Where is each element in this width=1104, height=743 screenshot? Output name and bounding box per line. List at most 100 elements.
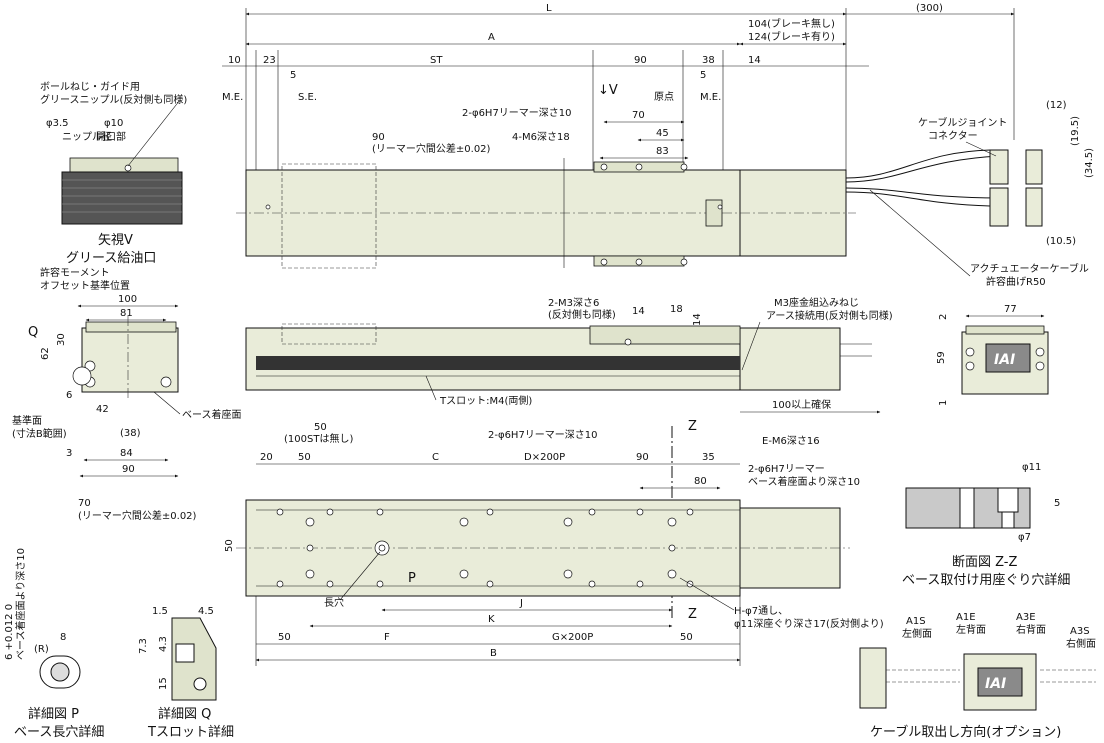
dim-C: C	[432, 452, 439, 463]
cable-joint-2: コネクター	[928, 130, 978, 142]
m3-note: 2-M3深さ6	[548, 297, 599, 309]
dim-50c: 50	[298, 452, 311, 463]
label-ME2: M.E.	[700, 92, 721, 103]
Q-dim-1-5: 1.5	[152, 606, 168, 617]
ream-note: 2-φ6H7リーマー深さ10	[462, 107, 572, 119]
dim-38: 38	[702, 55, 715, 66]
Q-dim-15: 15	[158, 677, 169, 690]
dim-90: 90	[122, 464, 135, 475]
actuator-cable-2: 許容曲げR50	[986, 275, 1046, 288]
dim-81: 81	[120, 308, 133, 319]
P-dim-8: 8	[60, 632, 66, 643]
earth-1: M3座金組込みねじ	[774, 296, 859, 309]
dim-14: 14	[632, 306, 645, 317]
slot-label: 長穴	[324, 596, 344, 609]
dim-50v: 50	[224, 539, 235, 552]
dim-50: 50	[314, 422, 327, 433]
H-note-2: φ11深座ぐり深さ17(反対側より)	[734, 617, 884, 630]
dim-59: 59	[936, 351, 947, 364]
cable-dir-title: ケーブル取出し方向(オプション)	[870, 724, 1061, 740]
dim-100: 100	[118, 294, 137, 305]
grease-title: グリース給油口	[66, 251, 156, 266]
m6-note: 4-M6深さ18	[512, 131, 570, 143]
dim-23: 23	[263, 55, 276, 66]
dim-50-note: (100STは無し)	[284, 432, 353, 445]
label-Q: Q	[28, 325, 38, 340]
dim-18: 18	[670, 304, 683, 315]
cable-direction: A1S 左側面 A1E 左背面 A3E 右背面 A3S 右側面 IAI ケーブル…	[859, 612, 1096, 740]
dim-F: F	[384, 632, 390, 643]
dim-1: 1	[938, 400, 949, 406]
P-tol: 6 +0.012 0	[4, 604, 15, 660]
nipple-dia: ニップル径	[62, 130, 112, 143]
H-note-1: H-φ7通し、	[734, 605, 788, 617]
dim-70-note: (リーマー穴間公差±0.02)	[78, 509, 197, 522]
dim-3: 3	[66, 448, 72, 459]
A3E: A3E	[1016, 612, 1036, 623]
section-title-2: ベース取付け用座ぐり穴詳細	[902, 572, 1070, 588]
dim-35: 35	[702, 452, 715, 463]
A1S-2: 左側面	[902, 627, 932, 640]
dim-G: G×200P	[552, 632, 593, 643]
dim-J: J	[519, 598, 523, 609]
dim-L: L	[546, 3, 552, 14]
dim-84: 84	[120, 448, 133, 459]
P-note: ベース着座面より深さ10	[14, 548, 27, 660]
em6-note: E-M6深さ16	[762, 435, 820, 447]
dim-B: B	[490, 648, 497, 659]
dim-K: K	[488, 614, 495, 625]
P-title-2: ベース長穴詳細	[14, 724, 104, 740]
label-SE: S.E.	[298, 92, 317, 103]
top-view: L (300) A 104(ブレーキ無し) 124(ブレーキ有り) 10 23 …	[222, 3, 1095, 288]
grease-note-2: グリースニップル(反対側も同様)	[40, 93, 187, 106]
dim-10: 10	[228, 55, 241, 66]
bottom-view: 50 (100STは無し) 20 50 C D×200P 90 35 80 2-…	[78, 419, 884, 666]
tol-90: 90	[372, 132, 385, 143]
dim-14: 14	[748, 55, 761, 66]
dim-10-5: (10.5)	[1046, 236, 1076, 247]
dim-34-5: (34.5)	[1084, 148, 1095, 178]
dim-50d: 50	[278, 632, 291, 643]
ream2-a: 2-φ6H7リーマー	[748, 464, 825, 475]
right-end-view: 77 2 59 1 IAI	[936, 304, 1049, 406]
m3-note-2: (反対側も同様)	[548, 308, 616, 321]
dim-42: 42	[96, 404, 109, 415]
iai-logo: IAI	[994, 352, 1015, 368]
dim-2: 2	[938, 314, 949, 320]
grease-note-1: ボールねじ・ガイド用	[40, 81, 140, 93]
dim-70: 70	[78, 498, 91, 509]
dim-83: 83	[656, 146, 669, 157]
dim-12: (12)	[1046, 100, 1067, 111]
dim-A: A	[488, 32, 495, 43]
Q-dim-4-3: 4.3	[158, 636, 169, 652]
detail-Q: 1.5 4.5 7.3 4.3 15 詳細図 Q Tスロット詳細	[138, 606, 234, 740]
view-V-title: 矢視V	[98, 233, 133, 248]
P-title-1: 詳細図 P	[28, 706, 79, 722]
brake-with: 124(ブレーキ有り)	[748, 30, 835, 43]
secure-100: 100以上確保	[772, 398, 831, 411]
dim-10: φ10	[104, 118, 123, 129]
A1E-2: 左背面	[956, 623, 986, 636]
Q-title-1: 詳細図 Q	[158, 706, 211, 722]
label-ME: M.E.	[222, 92, 243, 103]
dim-5b: 5	[700, 70, 706, 81]
ream-note: 2-φ6H7リーマー深さ10	[488, 429, 598, 441]
A3S: A3S	[1070, 626, 1090, 637]
dim-ST: ST	[430, 55, 443, 66]
grease-view: ボールねじ・ガイド用 グリースニップル(反対側も同様) φ3.5 ニップル径 φ…	[40, 81, 187, 266]
section-title-1: 断面図 Z-Z	[952, 555, 1018, 570]
base-seat: ベース着座面	[182, 408, 242, 421]
dim-45: 45	[656, 128, 669, 139]
detail-P: 6 +0.012 0 ベース着座面より深さ10 8 (R) 詳細図 P ベース長…	[4, 548, 104, 740]
dim-90: 90	[634, 55, 647, 66]
moment-2: オフセット基準位置	[40, 279, 130, 292]
A3E-2: 右背面	[1016, 623, 1046, 636]
A1S: A1S	[906, 616, 926, 627]
side-view: 2-M3深さ6 (反対側も同様) 14 18 14 M3座金組込みねじ アース接…	[245, 296, 893, 414]
Q-dim-4-5: 4.5	[198, 606, 214, 617]
dim-38: (38)	[120, 428, 141, 439]
tol-90-note: (リーマー穴間公差±0.02)	[372, 142, 491, 155]
dim-90: 90	[636, 452, 649, 463]
label-view-V: ↓V	[598, 83, 618, 98]
